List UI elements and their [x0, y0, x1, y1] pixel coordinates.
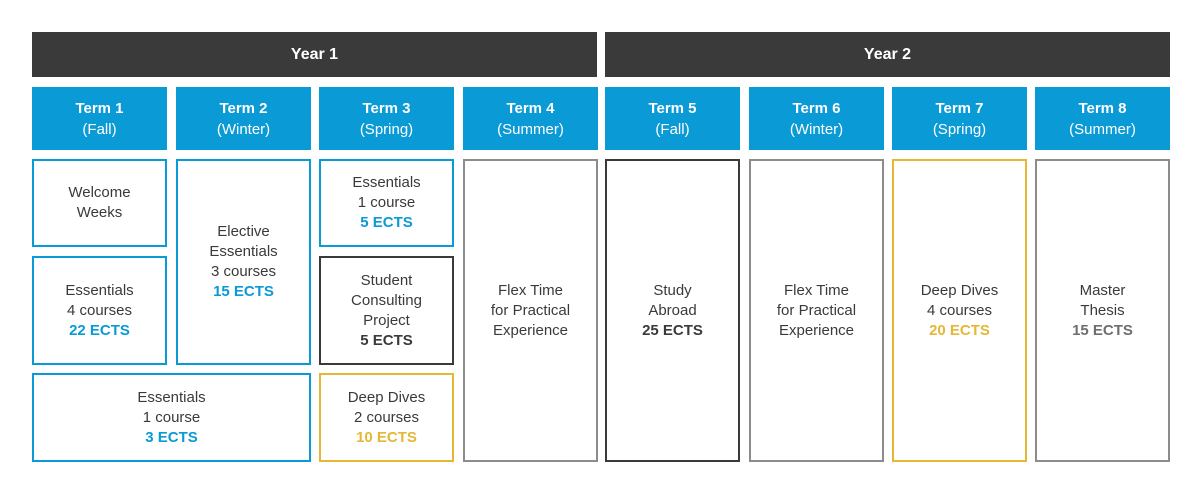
term-name: Term 6 — [792, 99, 841, 117]
block-line: Flex Time — [497, 281, 563, 299]
term-name: Term 1 — [75, 99, 124, 117]
block-line: for Practical — [490, 301, 571, 319]
ects-credits: 5 ECTS — [360, 214, 413, 231]
term-season: (Fall) — [655, 120, 690, 138]
term-8-header: Term 8 (Summer) — [1035, 87, 1170, 150]
block-line: Experience — [778, 321, 855, 339]
deep-dives-term7-block: Deep Dives 4 courses 20 ECTS — [892, 159, 1027, 462]
term-3-header: Term 3 (Spring) — [319, 87, 454, 150]
block-line: Welcome — [68, 184, 131, 201]
essentials-bottom-block: Essentials 1 course 3 ECTS — [32, 373, 311, 462]
term-season: (Winter) — [216, 120, 271, 138]
year-1-label: Year 1 — [290, 45, 339, 63]
term-name: Term 8 — [1078, 99, 1127, 117]
term-name: Term 3 — [362, 99, 411, 117]
block-line: Essentials — [352, 174, 421, 191]
block-line: Thesis — [1080, 301, 1125, 319]
block-line: Essentials — [137, 388, 206, 406]
ects-credits: 5 ECTS — [360, 331, 413, 349]
deep-dives-term3-block: Deep Dives 2 courses 10 ECTS — [319, 373, 454, 462]
block-line: 3 courses — [210, 263, 277, 280]
block-line: Experience — [492, 321, 569, 339]
year-2-header: Year 2 — [605, 32, 1170, 77]
term-7-header: Term 7 (Spring) — [892, 87, 1027, 150]
ects-credits: 10 ECTS — [356, 428, 417, 446]
ects-credits: 15 ECTS — [213, 283, 274, 300]
term-1-header: Term 1 (Fall) — [32, 87, 167, 150]
block-line: Project — [363, 311, 410, 329]
block-line: 4 courses — [926, 301, 993, 319]
ects-credits: 3 ECTS — [145, 428, 198, 446]
essentials-term1-block: Essentials 4 courses 22 ECTS — [32, 256, 167, 365]
elective-essentials-block: Elective Essentials 3 courses 15 ECTS — [176, 159, 311, 365]
block-line: 2 courses — [353, 408, 420, 426]
block-line: Essentials — [65, 281, 134, 299]
block-line: Deep Dives — [920, 281, 999, 299]
term-5-header: Term 5 (Fall) — [605, 87, 740, 150]
term-name: Term 5 — [648, 99, 697, 117]
block-line: Flex Time — [783, 281, 849, 299]
flex-time-term6-block: Flex Time for Practical Experience — [749, 159, 884, 462]
block-line: Consulting — [351, 291, 422, 309]
year-2-label: Year 2 — [863, 45, 912, 63]
term-season: (Winter) — [789, 120, 844, 138]
ects-credits: 15 ECTS — [1072, 321, 1133, 339]
term-4-header: Term 4 (Summer) — [463, 87, 598, 150]
term-season: (Fall) — [82, 120, 117, 138]
term-season: (Spring) — [359, 120, 414, 138]
term-name: Term 4 — [506, 99, 555, 117]
ects-credits: 20 ECTS — [929, 321, 990, 339]
block-line: Essentials — [209, 243, 278, 260]
block-line: Abroad — [648, 301, 697, 319]
block-line: Weeks — [76, 204, 123, 221]
term-season: (Spring) — [932, 120, 987, 138]
block-line: Elective — [217, 223, 270, 240]
block-line: Master — [1079, 281, 1126, 299]
block-line: 1 course — [357, 194, 416, 211]
student-consulting-project-block: Student Consulting Project 5 ECTS — [319, 256, 454, 365]
term-6-header: Term 6 (Winter) — [749, 87, 884, 150]
term-season: (Summer) — [497, 120, 564, 138]
study-abroad-block: Study Abroad 25 ECTS — [605, 159, 740, 462]
term-2-header: Term 2 (Winter) — [176, 87, 311, 150]
term-season: (Summer) — [1069, 120, 1136, 138]
master-thesis-block: Master Thesis 15 ECTS — [1035, 159, 1170, 462]
essentials-term3-block: Essentials 1 course 5 ECTS — [319, 159, 454, 247]
year-1-header: Year 1 — [32, 32, 597, 77]
block-line: 4 courses — [66, 301, 133, 319]
term-name: Term 2 — [219, 99, 268, 117]
block-line: 1 course — [142, 408, 201, 426]
block-line: Student — [360, 271, 413, 289]
block-line: Deep Dives — [347, 388, 426, 406]
flex-time-term4-block: Flex Time for Practical Experience — [463, 159, 598, 462]
welcome-weeks-block: Welcome Weeks — [32, 159, 167, 247]
ects-credits: 25 ECTS — [642, 321, 703, 339]
term-name: Term 7 — [935, 99, 984, 117]
ects-credits: 22 ECTS — [69, 321, 130, 339]
block-line: Study — [653, 281, 692, 299]
block-line: for Practical — [776, 301, 857, 319]
